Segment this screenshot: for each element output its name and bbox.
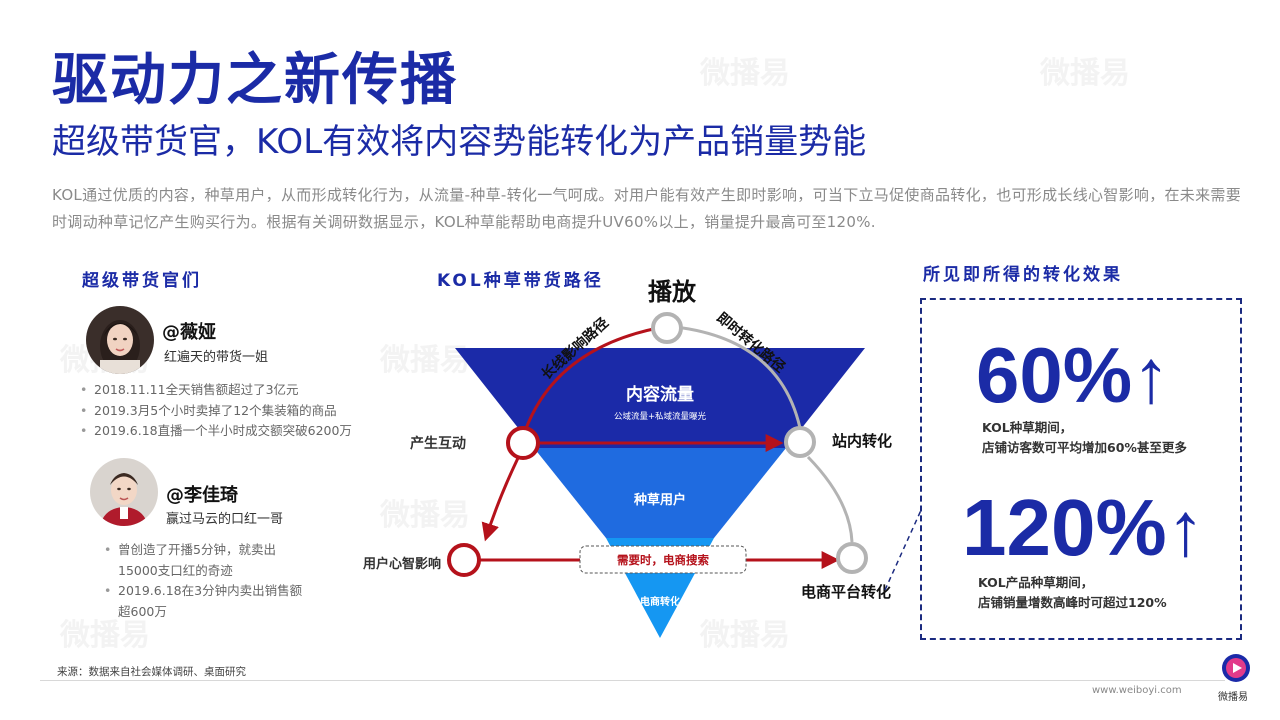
list-item: 2018.11.11全天销售额超过了3亿元 [80,380,380,401]
effect-desc-120: KOL产品种草期间， 店铺销量增数高峰时可超过120% [978,573,1167,613]
kol-tagline-weiya: 红遍天的带货一姐 [164,350,269,365]
effects-section-title: 所见即所得的转化效果 [923,265,1123,285]
node-onsite [784,426,816,458]
brand-logo-icon [1222,654,1250,682]
watermark: 微播易 [700,56,790,91]
layer1-sub: 公域流量+私域流量曝光 [614,411,707,422]
list-item: 2019.6.18直播一个半小时成交额突破6200万 [80,421,380,442]
kol-name-weiya: @薇娅 [162,322,216,343]
effect-value-120: 120%↑ [962,488,1205,568]
kol-name-lijiaqi: @李佳琦 [166,485,238,506]
funnel-layer-content-traffic [455,348,865,448]
kol-tagline-lijiaqi: 赢过马云的口红一哥 [166,512,284,527]
page-title: 驱动力之新传播 [52,48,458,113]
effect-value-60: 60%↑ [976,336,1170,415]
effects-box [920,298,1242,640]
node-left-top-label: 产生互动 [410,435,466,452]
effect-desc-line: 店铺访客数可平均增加60%甚至更多 [982,440,1187,455]
funnel-layer-seeded-users [534,448,786,538]
node-mind [447,543,481,577]
page-subtitle: 超级带货官，KOL有效将内容势能转化为产品销量势能 [52,122,867,162]
brand-name: 微播易 [1218,692,1248,703]
effect-value-text: 120% [962,483,1167,572]
connector-line [884,507,923,591]
node-right-bottom-label: 电商平台转化 [801,583,891,601]
list-item: 2019.3月5个小时卖掉了12个集装箱的商品 [80,401,380,422]
node-platform [836,542,868,574]
kol-facts-lijiaqi: 曾创造了开播5分钟，就卖出15000支口红的奇迹 2019.6.18在3分钟内卖… [104,540,314,622]
effect-desc-60: KOL种草期间， 店铺访客数可平均增加60%甚至更多 [982,418,1187,458]
list-item: 曾创造了开播5分钟，就卖出15000支口红的奇迹 [104,540,314,581]
footer-url: www.weiboyi.com [1092,685,1182,696]
node-right-top-label: 站内转化 [832,432,892,450]
up-arrow-icon: ↑ [1166,487,1205,572]
layer1-label: 内容流量 [626,384,694,405]
interaction-to-mind-arrow [481,457,520,542]
footer-divider [40,680,1225,681]
path-section-title: KOL种草带货路径 [437,271,604,291]
source-note: 来源：数据来自社会媒体调研、桌面研究 [57,666,246,678]
up-arrow-icon: ↑ [1132,334,1171,419]
kol-facts-weiya: 2018.11.11全天销售额超过了3亿元 2019.3月5个小时卖掉了12个集… [80,380,380,442]
layer3-label: 电商转化 [640,595,680,608]
intro-paragraph: KOL通过优质的内容，种草用户，从而形成转化行为，从流量-种草-转化一气呵成。对… [52,186,1242,231]
node-play [651,312,683,344]
effect-desc-line: KOL产品种草期间， [978,575,1094,590]
effect-value-text: 60% [976,331,1133,419]
avatar-weiya [86,306,154,374]
instant-arc-lower [806,455,854,543]
node-interaction [506,426,540,460]
top-label: 播放 [648,278,697,306]
search-label: 需要时，电商搜索 [617,553,709,567]
layer2-label: 种草用户 [633,492,686,508]
watermark: 微播易 [1040,56,1130,91]
search-box [579,545,747,574]
effect-desc-line: 店铺销量增数高峰时可超过120% [978,595,1167,610]
avatar-lijiaqi [90,458,158,526]
kol-funnel-diagram: 需要时，电商搜索 内容流量 公域流量+私域流量曝光 种草用户 电商转化 播放 产… [362,278,892,638]
long-term-arc [520,326,659,441]
list-item: 2019.6.18在3分钟内卖出销售额超600万 [104,581,314,622]
kols-section-title: 超级带货官们 [82,271,202,291]
effect-desc-line: KOL种草期间， [982,420,1073,435]
instant-arc [675,325,802,429]
node-left-bottom-label: 用户心智影响 [362,556,441,572]
